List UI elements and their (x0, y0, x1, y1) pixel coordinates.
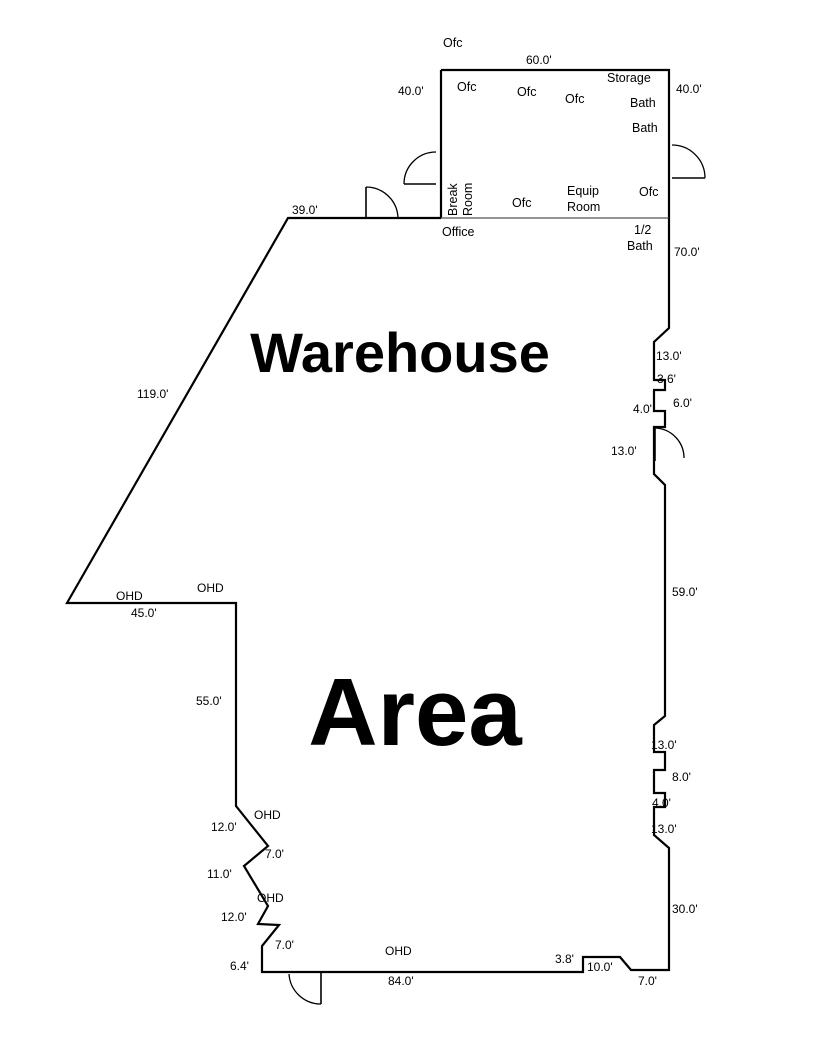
office-block-outline (439, 68, 671, 218)
room-ofc-4: Ofc (512, 196, 531, 210)
ohd-left-dock-1: OHD (116, 589, 143, 603)
dim-right-middle: 59.0' (672, 585, 698, 599)
dim-bottom-step-2: 10.0' (587, 960, 613, 974)
dim-zigzag-2: 7.0' (265, 847, 284, 861)
dim-right-jog-5: 13.0' (611, 444, 637, 458)
dim-right-jog-8: 4.0' (652, 796, 671, 810)
dim-right-jog-9: 13.0' (651, 822, 677, 836)
room-ofc-3: Ofc (565, 92, 584, 106)
door-break-room (365, 186, 399, 219)
dim-left-vertical: 55.0' (196, 694, 222, 708)
dim-bottom-step-1: 3.8' (555, 952, 574, 966)
door-office-right (671, 144, 706, 179)
ohd-left-dock-2: OHD (197, 581, 224, 595)
dim-zigzag-4: 12.0' (221, 910, 247, 924)
room-half-bath-line2: Bath (627, 239, 653, 253)
warehouse-title: Warehouse (250, 321, 550, 384)
room-ofc-outside-top: Ofc (443, 36, 462, 50)
dim-right-lower: 30.0' (672, 902, 698, 916)
ohd-lower-left-1: OHD (254, 808, 281, 822)
ohd-lower-left-2: OHD (257, 891, 284, 905)
door-office-left (403, 151, 437, 185)
dim-office-top: 60.0' (526, 53, 552, 67)
door-right-mid (654, 427, 685, 461)
area-title: Area (308, 659, 522, 766)
dim-zigzag-3: 11.0' (207, 867, 232, 881)
room-storage: Storage (607, 71, 651, 85)
room-ofc-2: Ofc (517, 85, 536, 99)
dim-right-jog-3: 6.0' (673, 396, 692, 410)
dim-zigzag-6: 6.4' (230, 959, 249, 973)
dim-right-jog-4: 4.0' (633, 402, 652, 416)
room-break-line1: Break (446, 183, 460, 216)
dim-right-jog-7: 8.0' (672, 770, 691, 784)
warehouse-outline (65, 216, 671, 974)
dim-office-right: 40.0' (676, 82, 702, 96)
room-equip-line2: Room (567, 200, 600, 214)
room-half-bath-line1: 1/2 (634, 223, 651, 237)
room-ofc-5: Ofc (639, 185, 658, 199)
dim-right-upper: 70.0' (674, 245, 700, 259)
dim-diagonal-wall: 119.0' (137, 387, 168, 401)
dim-right-jog-6: 13.0' (651, 738, 677, 752)
room-break-line2: Room (461, 183, 475, 216)
door-bottom-left (288, 972, 322, 1005)
room-equip-line1: Equip (567, 184, 599, 198)
room-bath-2: Bath (632, 121, 658, 135)
dim-zigzag-1: 12.0' (211, 820, 237, 834)
dim-top-left-wall: 39.0' (292, 203, 318, 217)
room-office: Office (442, 225, 474, 239)
dim-zigzag-5: 7.0' (275, 938, 294, 952)
dim-office-left: 40.0' (398, 84, 424, 98)
dim-right-jog-2: 3.6' (657, 372, 676, 386)
dim-bottom-wall: 84.0' (388, 974, 414, 988)
dim-bottom-step-3: 7.0' (638, 974, 657, 988)
dim-right-jog-1: 13.0' (656, 349, 682, 363)
room-bath-1: Bath (630, 96, 656, 110)
ohd-bottom: OHD (385, 944, 412, 958)
dim-left-ledge: 45.0' (131, 606, 157, 620)
room-ofc-1: Ofc (457, 80, 476, 94)
